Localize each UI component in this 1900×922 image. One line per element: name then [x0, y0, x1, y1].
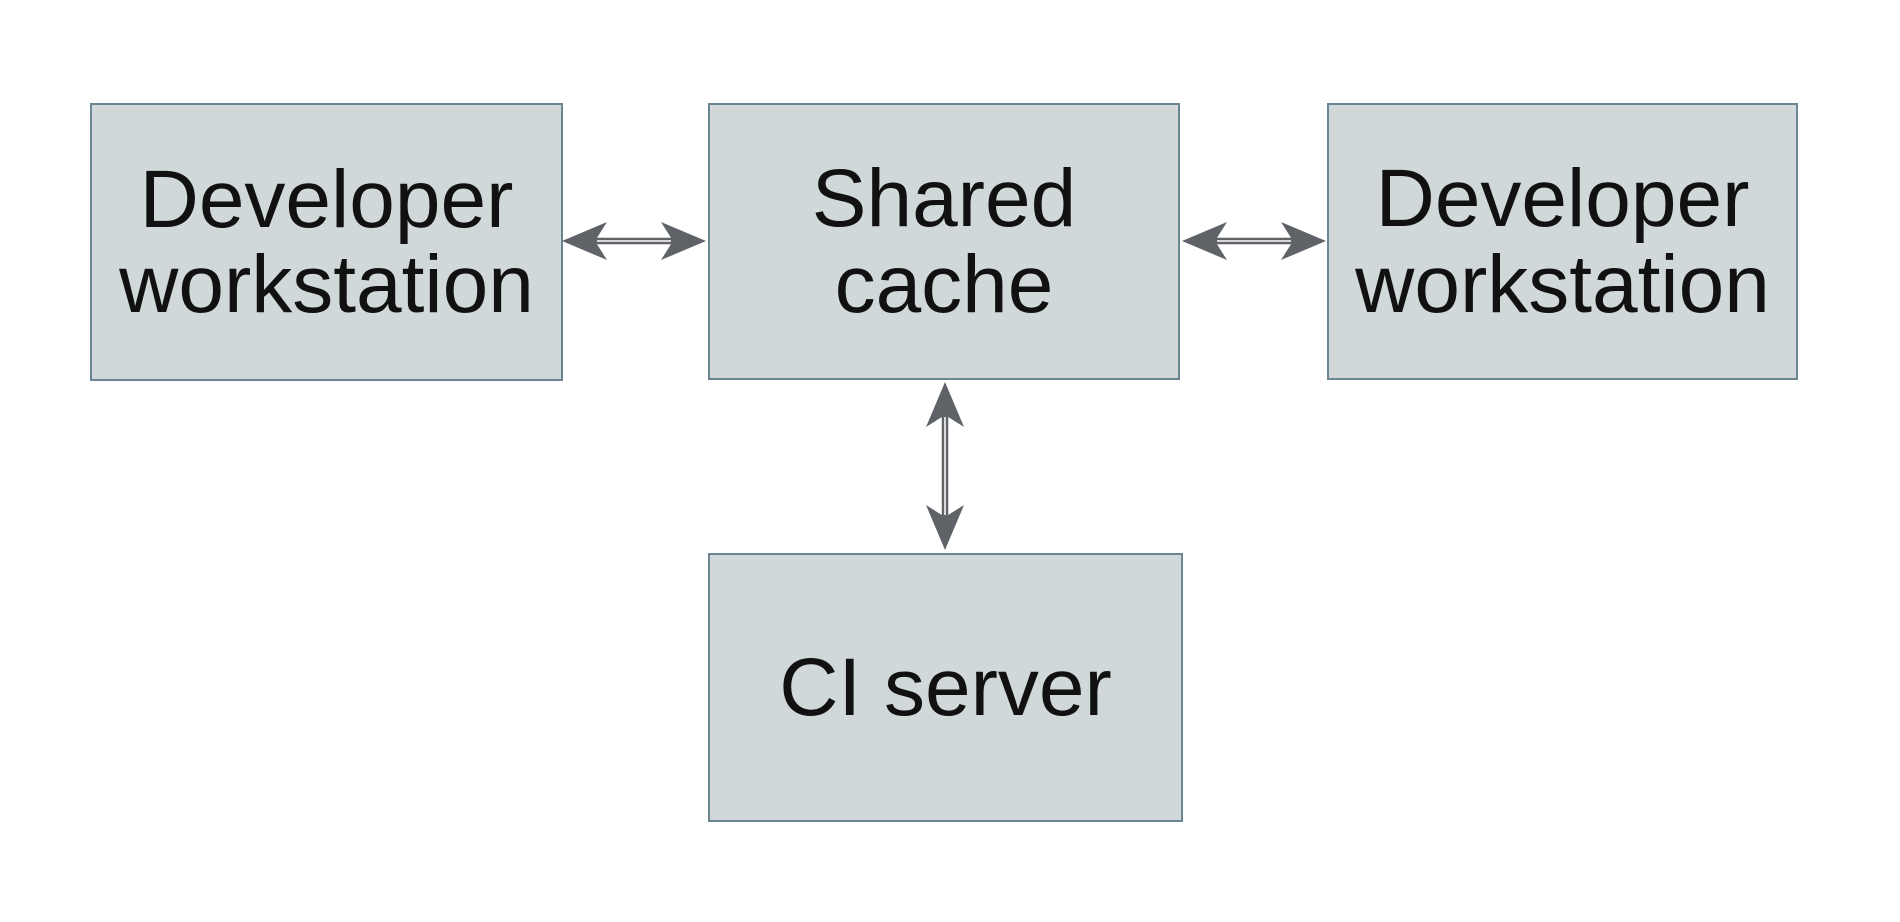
node-label: Developer workstation	[119, 153, 534, 330]
node-developer-workstation-left: Developer workstation	[90, 103, 563, 381]
node-label: Shared cache	[811, 153, 1077, 330]
bidirectional-arrow-icon-cache-right	[1179, 219, 1329, 263]
node-label: Developer workstation	[1355, 153, 1770, 330]
node-ci-server: CI server	[708, 553, 1183, 822]
node-shared-cache: Shared cache	[708, 103, 1180, 380]
bidirectional-arrow-icon-cache-ci	[923, 379, 967, 553]
node-developer-workstation-right: Developer workstation	[1327, 103, 1798, 380]
node-label: CI server	[779, 641, 1112, 733]
bidirectional-arrow-icon-left-cache	[559, 219, 709, 263]
